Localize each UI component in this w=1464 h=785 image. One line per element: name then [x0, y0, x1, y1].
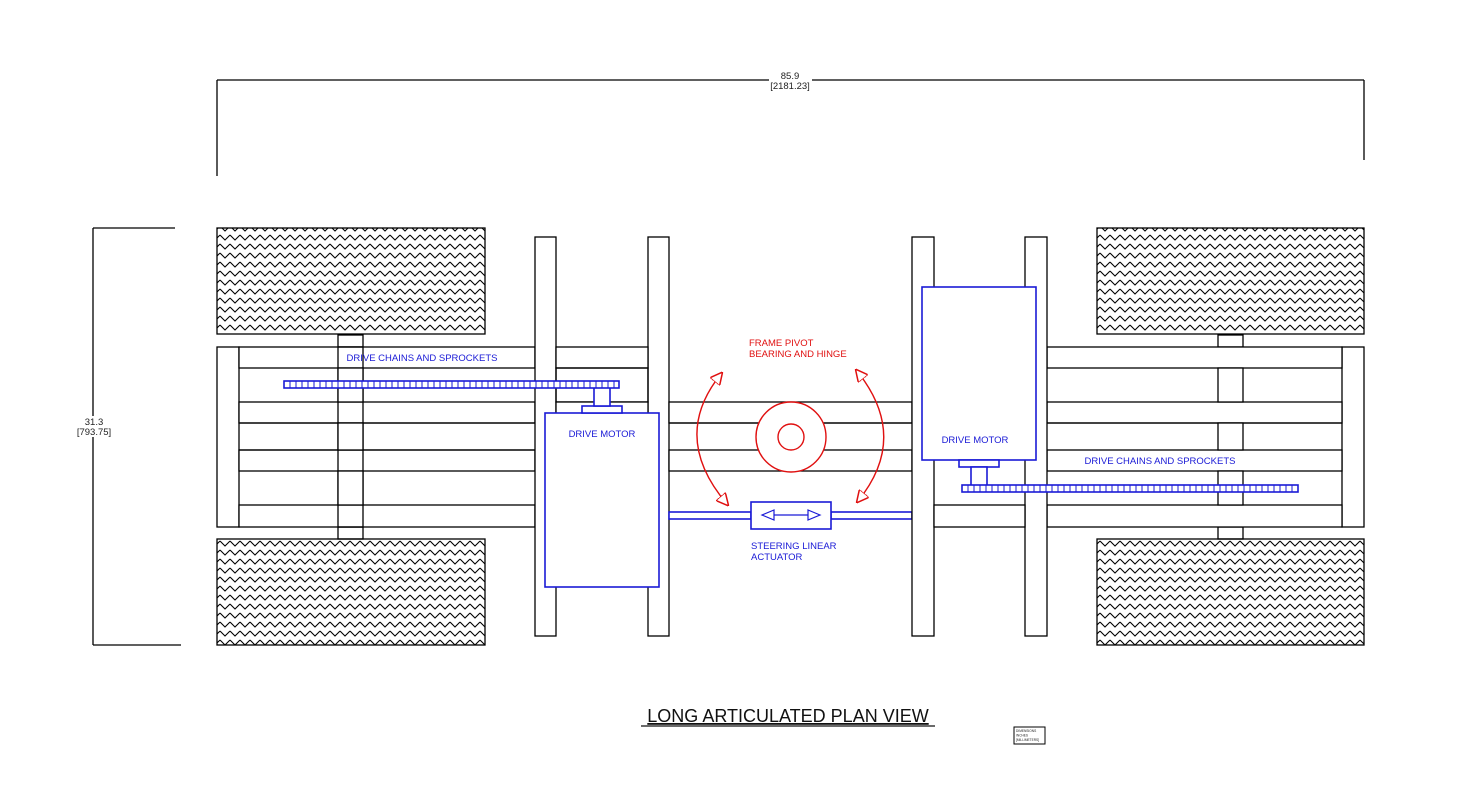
- right-motor-mount: [958, 459, 1000, 468]
- right-chains-label: DRIVE CHAINS AND SPROCKETS: [1085, 456, 1236, 467]
- left-module: DRIVE MOTOR DRIVE CHAINS AND SPROCKETS: [216, 227, 670, 646]
- units-note-line2: INCHES: [1016, 734, 1028, 738]
- actuator-label-line2: ACTUATOR: [751, 552, 803, 563]
- width-millimeters: [793.75]: [77, 427, 111, 438]
- left-front-axle-stub: [337, 334, 364, 348]
- actuator-rod-right: [830, 511, 913, 520]
- left-inner-rail-1: [555, 346, 649, 369]
- pivot-bearing-outer: [755, 401, 827, 473]
- left-end-plate: [216, 346, 240, 528]
- pivot-label-line2: BEARING AND HINGE: [749, 349, 847, 360]
- length-millimeters: [2181.23]: [770, 81, 810, 92]
- right-drive-chain: [961, 484, 1299, 493]
- right-rail-1: [1046, 346, 1343, 369]
- pivot-label-line1: FRAME PIVOT: [749, 338, 814, 349]
- units-note-box: DIMENSIONS INCHES [MILLIMETERS]: [1013, 726, 1046, 745]
- right-axle-seg-2: [1217, 422, 1244, 451]
- left-rail-3: [238, 449, 536, 472]
- right-front-axle-stub: [1217, 334, 1244, 348]
- units-note-line3: [MILLIMETERS]: [1016, 738, 1039, 742]
- right-axle-seg-1: [1217, 367, 1244, 403]
- right-module: DRIVE MOTOR DRIVE CHAINS AND SPROCKETS: [911, 227, 1365, 646]
- right-rail-4: [1046, 504, 1343, 528]
- actuator-arrow-left: [760, 509, 775, 521]
- units-note-line1: DIMENSIONS: [1016, 729, 1036, 733]
- center-pivot-section: FRAME PIVOT BEARING AND HINGE STEERING L…: [668, 338, 913, 563]
- right-inner-rail: [933, 504, 1026, 528]
- actuator-rod-left: [668, 511, 752, 520]
- left-motor-mount: [581, 405, 623, 414]
- overall-length-dimension: 85.9 [2181.23]: [216, 71, 1365, 176]
- pivot-swing-arrow-left: [696, 374, 727, 504]
- left-rear-axle-stub: [337, 526, 364, 540]
- left-chains-label: DRIVE CHAINS AND SPROCKETS: [347, 353, 498, 364]
- left-rail-2: [238, 401, 536, 424]
- width-inches: 31.3: [85, 417, 104, 428]
- drawing-title: LONG ARTICULATED PLAN VIEW: [647, 706, 928, 726]
- left-axle-seg-2: [337, 422, 364, 451]
- right-end-plate: [1341, 346, 1365, 528]
- right-drive-motor-label: DRIVE MOTOR: [942, 435, 1009, 446]
- actuator-arrow-right: [807, 509, 822, 521]
- left-axle-seg-3: [337, 470, 364, 506]
- left-rear-tire: [216, 538, 486, 646]
- actuator-label-line1: STEERING LINEAR: [751, 541, 837, 552]
- left-front-tire: [216, 227, 486, 335]
- pivot-swing-arrow-right: [857, 371, 885, 501]
- overall-width-dimension: 31.3 [793.75]: [77, 227, 181, 646]
- left-drive-chain: [283, 380, 620, 389]
- right-front-tire: [1096, 227, 1365, 335]
- right-rear-axle-stub: [1217, 526, 1244, 540]
- length-inches: 85.9: [781, 71, 800, 82]
- right-rear-tire: [1096, 538, 1365, 646]
- right-rail-2: [1046, 401, 1343, 424]
- left-rail-4: [238, 504, 536, 528]
- pivot-bearing-inner: [777, 423, 805, 451]
- right-drive-motor: [921, 286, 1037, 461]
- left-drive-motor-label: DRIVE MOTOR: [569, 429, 636, 440]
